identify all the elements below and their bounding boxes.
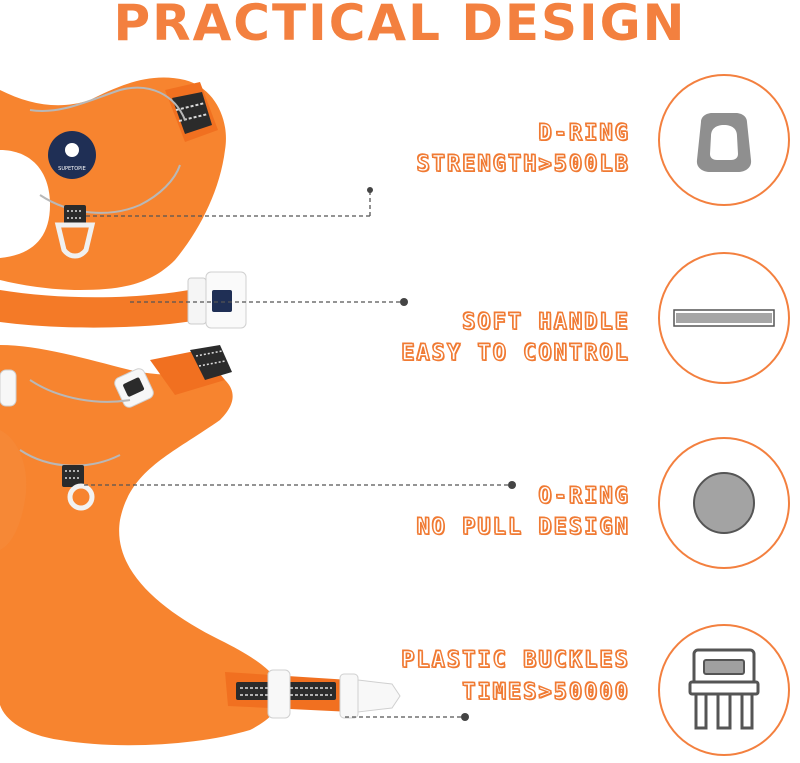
feature-buckles-title: PLASTIC BUCKLES (401, 647, 630, 673)
feature-o-ring-title: O-RING (538, 483, 630, 509)
d-ring-icon (696, 113, 752, 172)
buckle-icon-circle (658, 624, 790, 756)
feature-soft-handle-detail: EASY TO CONTROL (401, 340, 630, 366)
soft-handle-icon-circle (658, 252, 790, 384)
page-title: PRACTICAL DESIGN (113, 0, 687, 52)
feature-d-ring-detail: STRENGTH>500LB (416, 151, 630, 177)
brand-badge-label: SUPETOPIE (58, 166, 86, 172)
feature-soft-handle-title: SOFT HANDLE (462, 309, 630, 335)
soft-handle-icon (673, 309, 775, 327)
o-ring-icon (693, 472, 755, 534)
feature-buckles-detail: TIMES>50000 (462, 679, 630, 705)
d-ring-icon-circle (658, 74, 790, 206)
buckle-icon (688, 648, 760, 730)
feature-o-ring-detail: NO PULL DESIGN (416, 514, 630, 540)
feature-d-ring-title: D-RING (538, 120, 630, 146)
o-ring-icon-circle (658, 437, 790, 569)
